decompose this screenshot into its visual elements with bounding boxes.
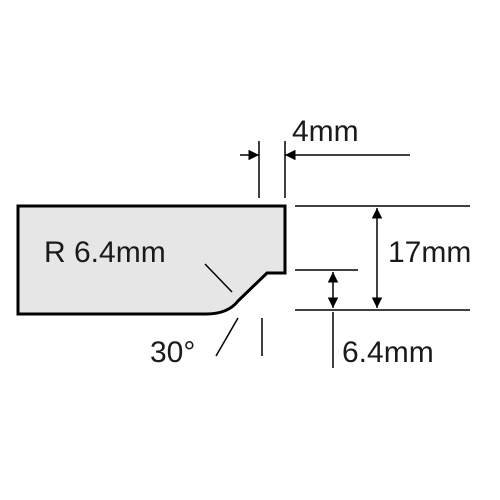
label-4mm: 4mm [292,115,359,148]
radius-leader-line [204,263,233,293]
label-6-4mm: 6.4mm [342,336,434,369]
label-17mm: 17mm [388,236,471,269]
panel-profile [16,204,287,316]
label-radius: R 6.4mm [44,236,166,269]
angle-line-inclined [215,317,239,357]
label-angle: 30° [150,336,195,369]
